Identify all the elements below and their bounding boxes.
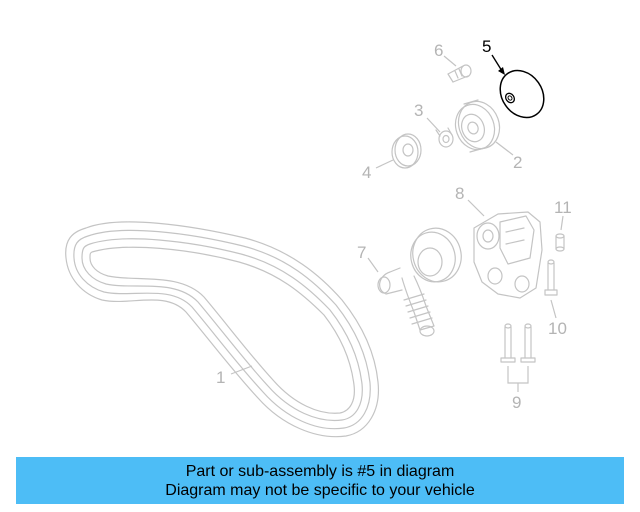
part-5-cover[interactable]	[491, 62, 552, 126]
part-9-bolts[interactable]	[500, 323, 536, 363]
banner-line-disclaimer: Diagram may not be specific to your vehi…	[165, 481, 475, 499]
part-11-dowel[interactable]	[555, 233, 565, 252]
callout-8[interactable]: 8	[455, 184, 464, 203]
leader-line-4	[375, 159, 394, 169]
leader-line-2	[495, 141, 514, 156]
part-8-bracket[interactable]	[473, 211, 543, 299]
part-6-bolt[interactable]	[447, 64, 472, 83]
callout-4[interactable]: 4	[362, 163, 371, 182]
part-7-tensioner[interactable]	[377, 223, 467, 337]
callout-6[interactable]: 6	[434, 41, 443, 60]
part-2-idler-pulley[interactable]	[449, 96, 506, 156]
leader-line-8	[467, 199, 485, 217]
info-banner: Part or sub-assembly is #5 in diagram Di…	[16, 457, 624, 504]
part-3-pulley-bolt[interactable]	[435, 127, 454, 148]
callout-5[interactable]: 5	[482, 37, 491, 56]
part-10-bolt[interactable]	[544, 259, 558, 296]
callout-10[interactable]: 10	[548, 319, 567, 338]
banner-line-part: Part or sub-assembly is #5 in diagram	[185, 462, 455, 480]
parts-diagram: 1 2 3 4 5 6	[65, 37, 572, 438]
callout-2[interactable]: 2	[513, 153, 522, 172]
leader-line-5	[491, 54, 503, 72]
leader-line-11	[560, 215, 564, 231]
leader-line-6	[443, 55, 457, 67]
leader-line-10	[550, 299, 557, 319]
part-1-belt[interactable]	[65, 221, 380, 438]
part-4-washer[interactable]	[391, 133, 422, 169]
leader-line-3	[426, 117, 441, 133]
callout-9[interactable]: 9	[512, 393, 521, 412]
leader-line-1	[230, 365, 253, 375]
callout-11[interactable]: 11	[554, 198, 572, 217]
leader-arrow-5	[498, 67, 505, 75]
callout-7[interactable]: 7	[357, 243, 366, 262]
callout-3[interactable]: 3	[414, 101, 423, 120]
leader-line-7	[367, 257, 379, 273]
leader-line-9	[507, 366, 529, 392]
callout-1[interactable]: 1	[216, 368, 225, 387]
